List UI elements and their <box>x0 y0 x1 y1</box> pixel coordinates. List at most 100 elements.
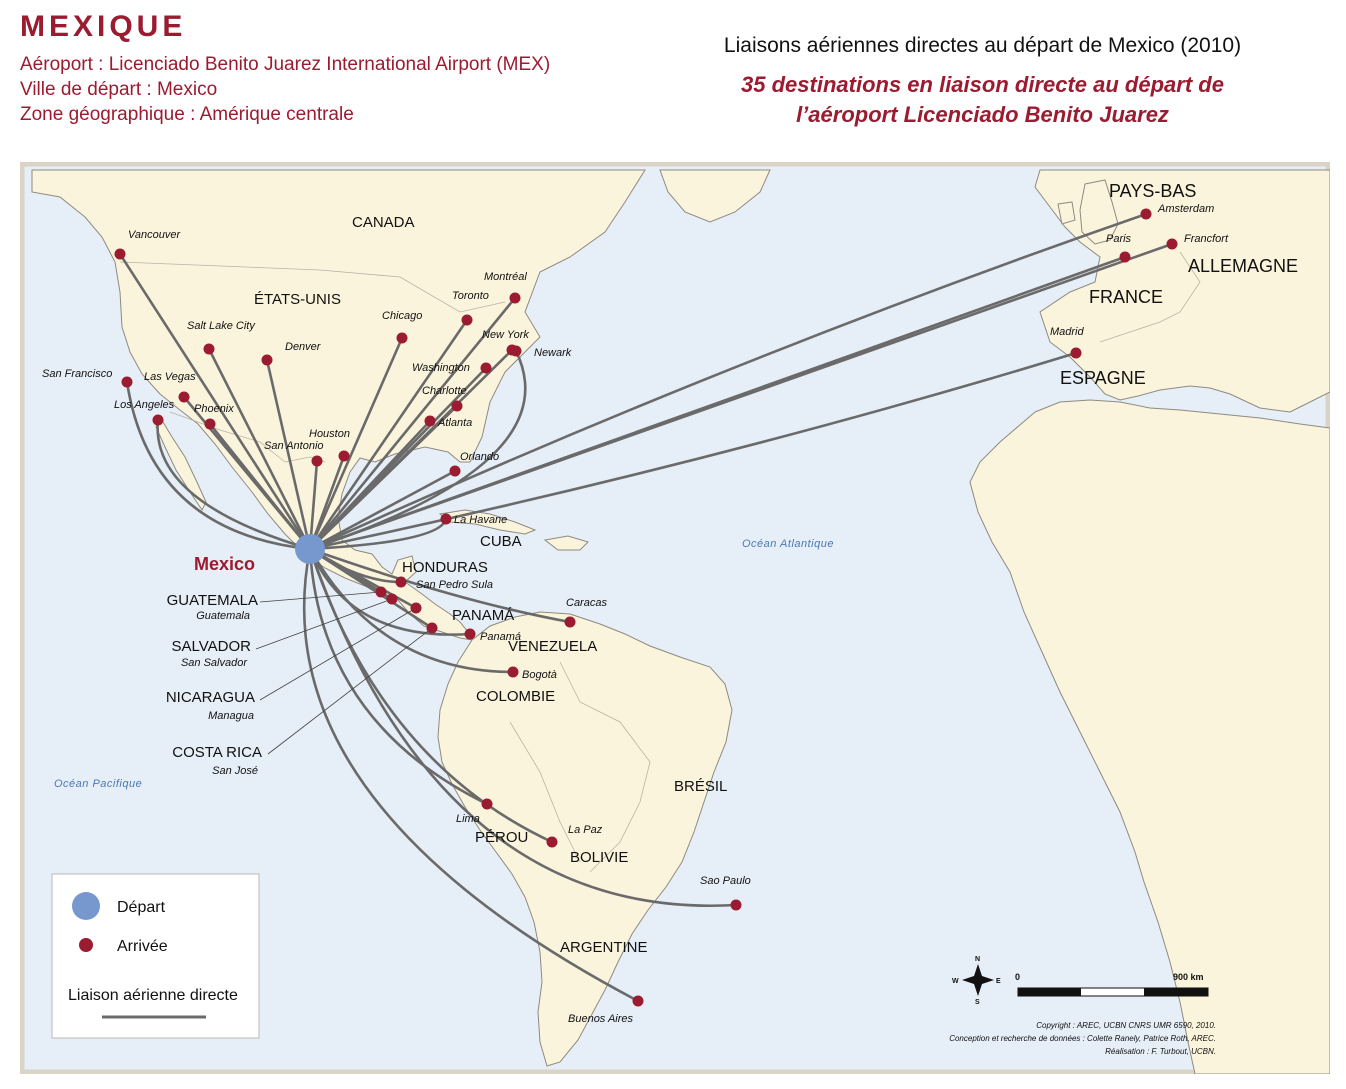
route-amsterdam <box>308 212 1148 551</box>
city-label-amsterdam: Amsterdam <box>1157 203 1214 215</box>
country-label-venezuela: VENEZUELA <box>508 638 597 655</box>
arrival-marker-amsterdam <box>1140 208 1152 220</box>
arrival-marker-las-vegas <box>178 391 190 403</box>
scale-bar-fill <box>1018 988 1081 996</box>
arrival-marker-sao-paulo <box>730 899 742 911</box>
city-label-buenos-aires: Buenos Aires <box>568 1013 634 1025</box>
country-label-allemagne: ALLEMAGNE <box>1188 256 1298 276</box>
country-label-cuba: CUBA <box>480 533 522 550</box>
legend-arrival-label: Arrivée <box>117 938 168 955</box>
country-label-espagne: ESPAGNE <box>1060 368 1146 388</box>
city-label-montreal: Montréal <box>484 271 527 283</box>
country-label-argentine: ARGENTINE <box>560 939 648 956</box>
arrival-marker-chicago <box>396 332 408 344</box>
arrival-marker-lima <box>481 798 493 810</box>
legend-route-label: Liaison aérienne directe <box>68 987 238 1004</box>
route-bogota <box>308 547 515 674</box>
land-south-america <box>437 611 733 1067</box>
legend-departure-label: Départ <box>117 899 166 916</box>
route-denver <box>265 358 312 551</box>
arrival-marker-denver <box>261 354 273 366</box>
ocean-atlantic-label: Océan Atlantique <box>742 538 834 550</box>
city-label-bogota: Bogotà <box>522 669 557 681</box>
city-label-san-pedro-sula: San Pedro Sula <box>416 579 493 591</box>
compass-star-icon <box>962 964 994 996</box>
route-madrid <box>308 351 1078 551</box>
land-africa <box>969 399 1330 1074</box>
country-label-etats-unis: ÉTATS-UNIS <box>254 291 341 308</box>
country-label-pays-bas: PAYS-BAS <box>1109 181 1196 201</box>
compass-n: N <box>975 956 980 963</box>
leader-line-4 <box>267 627 433 755</box>
credit-line-3: Réalisation : F. Turbout, UCBN. <box>1105 1047 1216 1056</box>
arrival-marker-bogota <box>507 666 519 678</box>
country-label-canada: CANADA <box>352 214 415 231</box>
land-north-america <box>31 169 646 641</box>
route-sao-paulo <box>308 547 738 908</box>
city-label-washington: Washington <box>412 362 470 374</box>
arrival-marker-atlanta <box>424 415 436 427</box>
destination-markers <box>114 208 1178 1007</box>
map-subtitle-line2: l’aéroport Licenciado Benito Juarez <box>796 102 1169 127</box>
arrival-marker-la-havane <box>440 513 452 525</box>
arrival-marker-buenos-aires <box>632 995 644 1007</box>
arrival-marker-phoenix <box>204 418 216 430</box>
city-label-la-paz: La Paz <box>568 824 603 836</box>
city-label-san-antonio: San Antonio <box>264 440 324 452</box>
country-label-nicaragua: NICARAGUA <box>166 689 255 706</box>
city-label-chicago: Chicago <box>382 310 422 322</box>
route-orlando <box>308 469 457 551</box>
city-label-los-angeles: Los Angeles <box>114 399 175 411</box>
landmasses <box>31 169 1330 1074</box>
route-chicago <box>308 336 404 551</box>
departure-marker <box>295 534 325 564</box>
compass-s: S <box>975 999 980 1006</box>
arrival-marker-washington <box>480 362 492 374</box>
arrival-marker-madrid <box>1070 347 1082 359</box>
arrival-marker-la-paz <box>546 836 558 848</box>
country-label-perou: PÉROU <box>475 829 528 846</box>
route-montreal <box>308 296 517 551</box>
arrival-marker-caracas <box>564 616 576 628</box>
scale-bar: 0 900 km <box>1015 972 1209 997</box>
arrival-marker-orlando <box>449 465 461 477</box>
airport-line: Aéroport : Licenciado Benito Juarez Inte… <box>20 54 551 75</box>
ocean-pacific-label: Océan Pacifique <box>54 778 142 790</box>
city-label-paris: Paris <box>1106 233 1132 245</box>
city-label-new-york: New York <box>482 329 529 341</box>
land-baja-california <box>155 415 207 511</box>
arrival-marker-san-pedro-sula <box>395 576 407 588</box>
city-label-caracas: Caracas <box>566 597 607 609</box>
map-subtitle-line1: 35 destinations en liaison directe au dé… <box>741 72 1224 97</box>
label-leader-lines <box>255 591 433 755</box>
city-label-lima: Lima <box>456 813 480 825</box>
route-phoenix <box>208 422 312 551</box>
city-label-la-havane: La Havane <box>454 514 507 526</box>
arrival-marker-francfort <box>1166 238 1178 250</box>
city-line: Ville de départ : Mexico <box>20 79 218 100</box>
city-label-toronto: Toronto <box>452 290 489 302</box>
arrival-marker-panama <box>464 628 476 640</box>
arrival-marker-montreal <box>509 292 521 304</box>
leader-line-1 <box>259 591 382 603</box>
country-label-bolivie: BOLIVIE <box>570 849 628 866</box>
country-label-honduras: HONDURAS <box>402 559 488 576</box>
arrival-marker-toronto <box>461 314 473 326</box>
border-brazil <box>559 661 651 873</box>
route-lima <box>308 547 489 806</box>
route-managua <box>308 547 418 610</box>
country-label-bresil: BRÉSIL <box>674 778 727 795</box>
city-label-francfort: Francfort <box>1184 233 1229 245</box>
country-title: MEXIQUE <box>20 10 187 43</box>
map-title: Liaisons aériennes directes au départ de… <box>723 34 1242 57</box>
arrival-marker-san-antonio <box>311 455 323 467</box>
country-label-salvador: SALVADOR <box>172 638 252 655</box>
arrival-marker-newark <box>510 345 522 357</box>
land-greenland <box>659 169 771 223</box>
scale-start: 0 <box>1015 972 1020 982</box>
country-label-costa-rica: COSTA RICA <box>172 744 262 761</box>
arrival-marker-houston <box>338 450 350 462</box>
city-label-san-salvador: San Salvador <box>181 657 248 669</box>
country-label-panama: PANAMÁ <box>452 607 514 624</box>
city-label-panama: Panamá <box>480 631 521 643</box>
